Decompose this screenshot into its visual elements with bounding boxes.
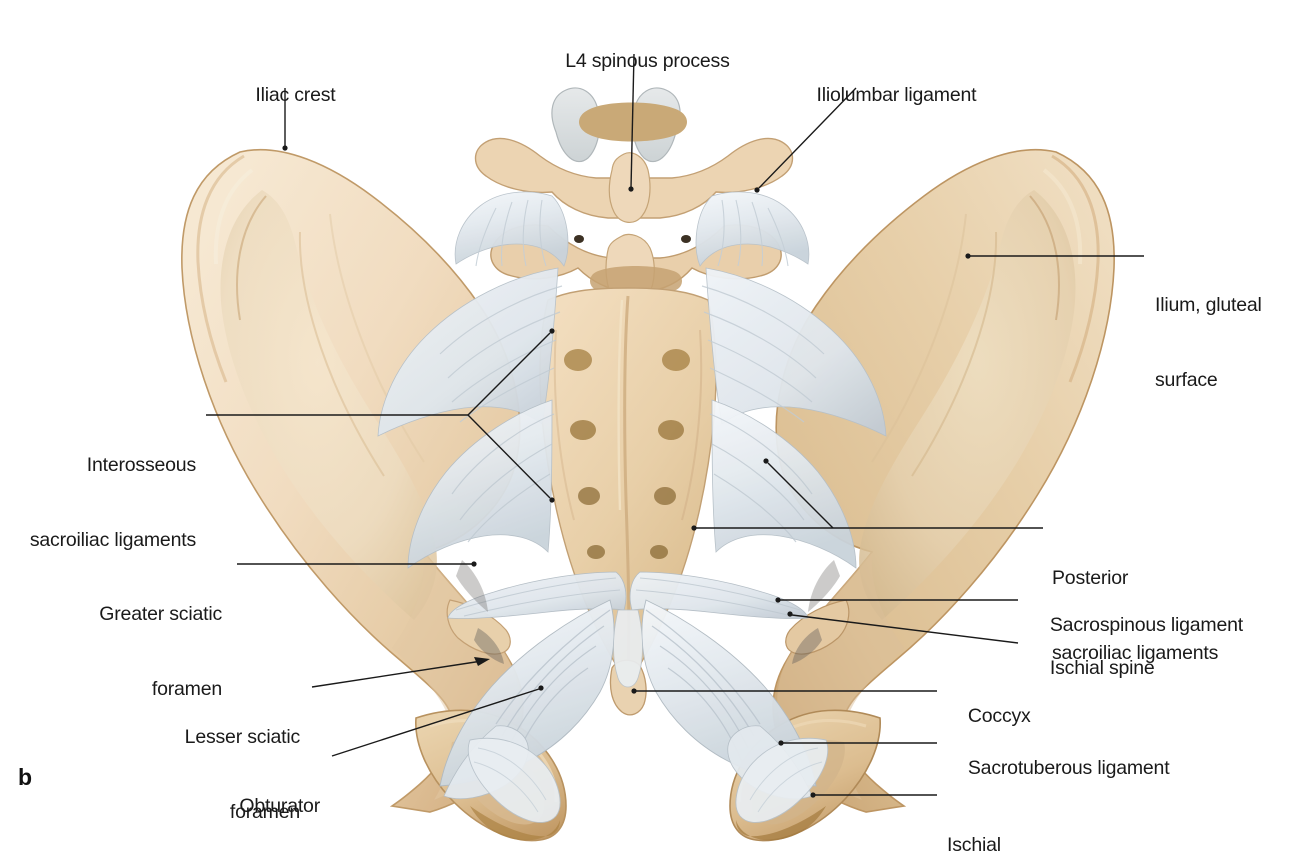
label-lesser-sciatic-line2: foramen <box>229 801 300 823</box>
label-posterior-sacroiliac-line2: sacroiliac ligaments <box>1052 642 1219 664</box>
label-ischial-spine: Ischial spine <box>1029 631 1289 706</box>
leader-interosseous-branch-up <box>467 332 551 416</box>
label-ischial-tuberosity: Ischial tuberosity <box>947 783 1207 857</box>
leader-interosseous-branch-down <box>467 414 551 499</box>
label-lesser-sciatic-foramen: Lesser sciatic foramen <box>40 675 301 857</box>
label-posterior-sacroiliac-line1: Posterior <box>1052 567 1129 589</box>
label-ischial-tuberosity-line1: Ischial <box>947 834 1001 856</box>
label-coccyx-text: Coccyx <box>967 705 1031 727</box>
label-interosseous-line2: sacroiliac ligaments <box>29 529 196 551</box>
label-obturator-membrane: Obturator membrane <box>60 744 320 857</box>
leader-ischial-spine <box>791 614 1019 644</box>
label-ilium-gluteal-surface-line1: Ilium, gluteal <box>1155 294 1262 316</box>
panel-letter: b <box>18 764 33 790</box>
leader-l4-spinous-process <box>630 53 635 189</box>
label-sacrotuberous-ligament: Sacrotuberous ligament <box>947 731 1247 806</box>
label-iliolumbar-ligament-text: Iliolumbar ligament <box>816 84 977 106</box>
leader-posterior-sacroiliac-branch <box>767 462 834 529</box>
label-ilium-gluteal-surface: Ilium, gluteal surface <box>1155 243 1297 443</box>
label-obturator-membrane-line1: Obturator <box>239 795 320 817</box>
leader-obturator-membrane <box>331 688 540 757</box>
label-sacrospinous-ligament: Sacrospinous ligament <box>1029 588 1289 663</box>
label-iliac-crest: Iliac crest <box>135 58 435 133</box>
leader-lines <box>206 53 1144 798</box>
ligaments <box>377 191 887 823</box>
label-sacrospinous-ligament-text: Sacrospinous ligament <box>1049 614 1243 636</box>
leader-iliolumbar-ligament <box>758 87 857 189</box>
label-ischial-spine-text: Ischial spine <box>1049 657 1155 679</box>
label-l4-spinous-process: L4 spinous process <box>487 24 787 99</box>
label-iliolumbar-ligament: Iliolumbar ligament <box>736 58 1036 133</box>
label-l4-spinous-process-text: L4 spinous process <box>565 50 730 72</box>
label-iliac-crest-text: Iliac crest <box>255 84 336 106</box>
label-posterior-sacroiliac-ligaments: Posterior sacroiliac ligaments <box>1052 516 1297 716</box>
label-sacrotuberous-ligament-text: Sacrotuberous ligament <box>967 757 1170 779</box>
label-lesser-sciatic-line1: Lesser sciatic <box>184 726 301 748</box>
label-greater-sciatic-line2: foramen <box>151 678 222 700</box>
label-ilium-gluteal-surface-line2: surface <box>1155 369 1218 391</box>
leader-lesser-sciatic-foramen <box>311 660 483 688</box>
label-greater-sciatic-line1: Greater sciatic <box>99 603 222 625</box>
label-greater-sciatic-foramen: Greater sciatic foramen <box>0 552 222 752</box>
label-coccyx: Coccyx <box>947 679 1207 754</box>
label-interosseous-sacroiliac-ligaments: Interosseous sacroiliac ligaments <box>0 403 196 603</box>
label-interosseous-line1: Interosseous <box>86 454 196 476</box>
